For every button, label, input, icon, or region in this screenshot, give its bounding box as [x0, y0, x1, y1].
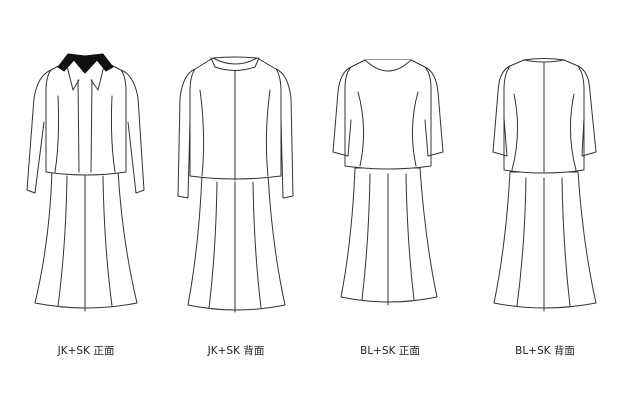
blouse-front [332, 59, 444, 170]
caption-jk-sk-front: JK+SK 正面 [57, 345, 115, 357]
caption-jk-sk-back: JK+SK 背面 [207, 345, 265, 357]
figure-jk-sk-back [177, 56, 294, 313]
figure-bl-sk-back [492, 58, 597, 312]
caption-bl-sk-back: BL+SK 背面 [515, 345, 575, 357]
jacket-front [26, 59, 145, 194]
skirt-front [340, 167, 438, 306]
jacket-back [177, 56, 294, 199]
figure-bl-sk-front [332, 59, 444, 306]
skirt-back [187, 174, 286, 313]
figure-jk-sk-front [26, 53, 145, 312]
skirt-back [493, 171, 597, 312]
blouse-back [492, 58, 597, 174]
caption-bl-sk-front: BL+SK 正面 [360, 345, 420, 357]
skirt-front [34, 169, 138, 312]
collar-dark [57, 53, 114, 74]
